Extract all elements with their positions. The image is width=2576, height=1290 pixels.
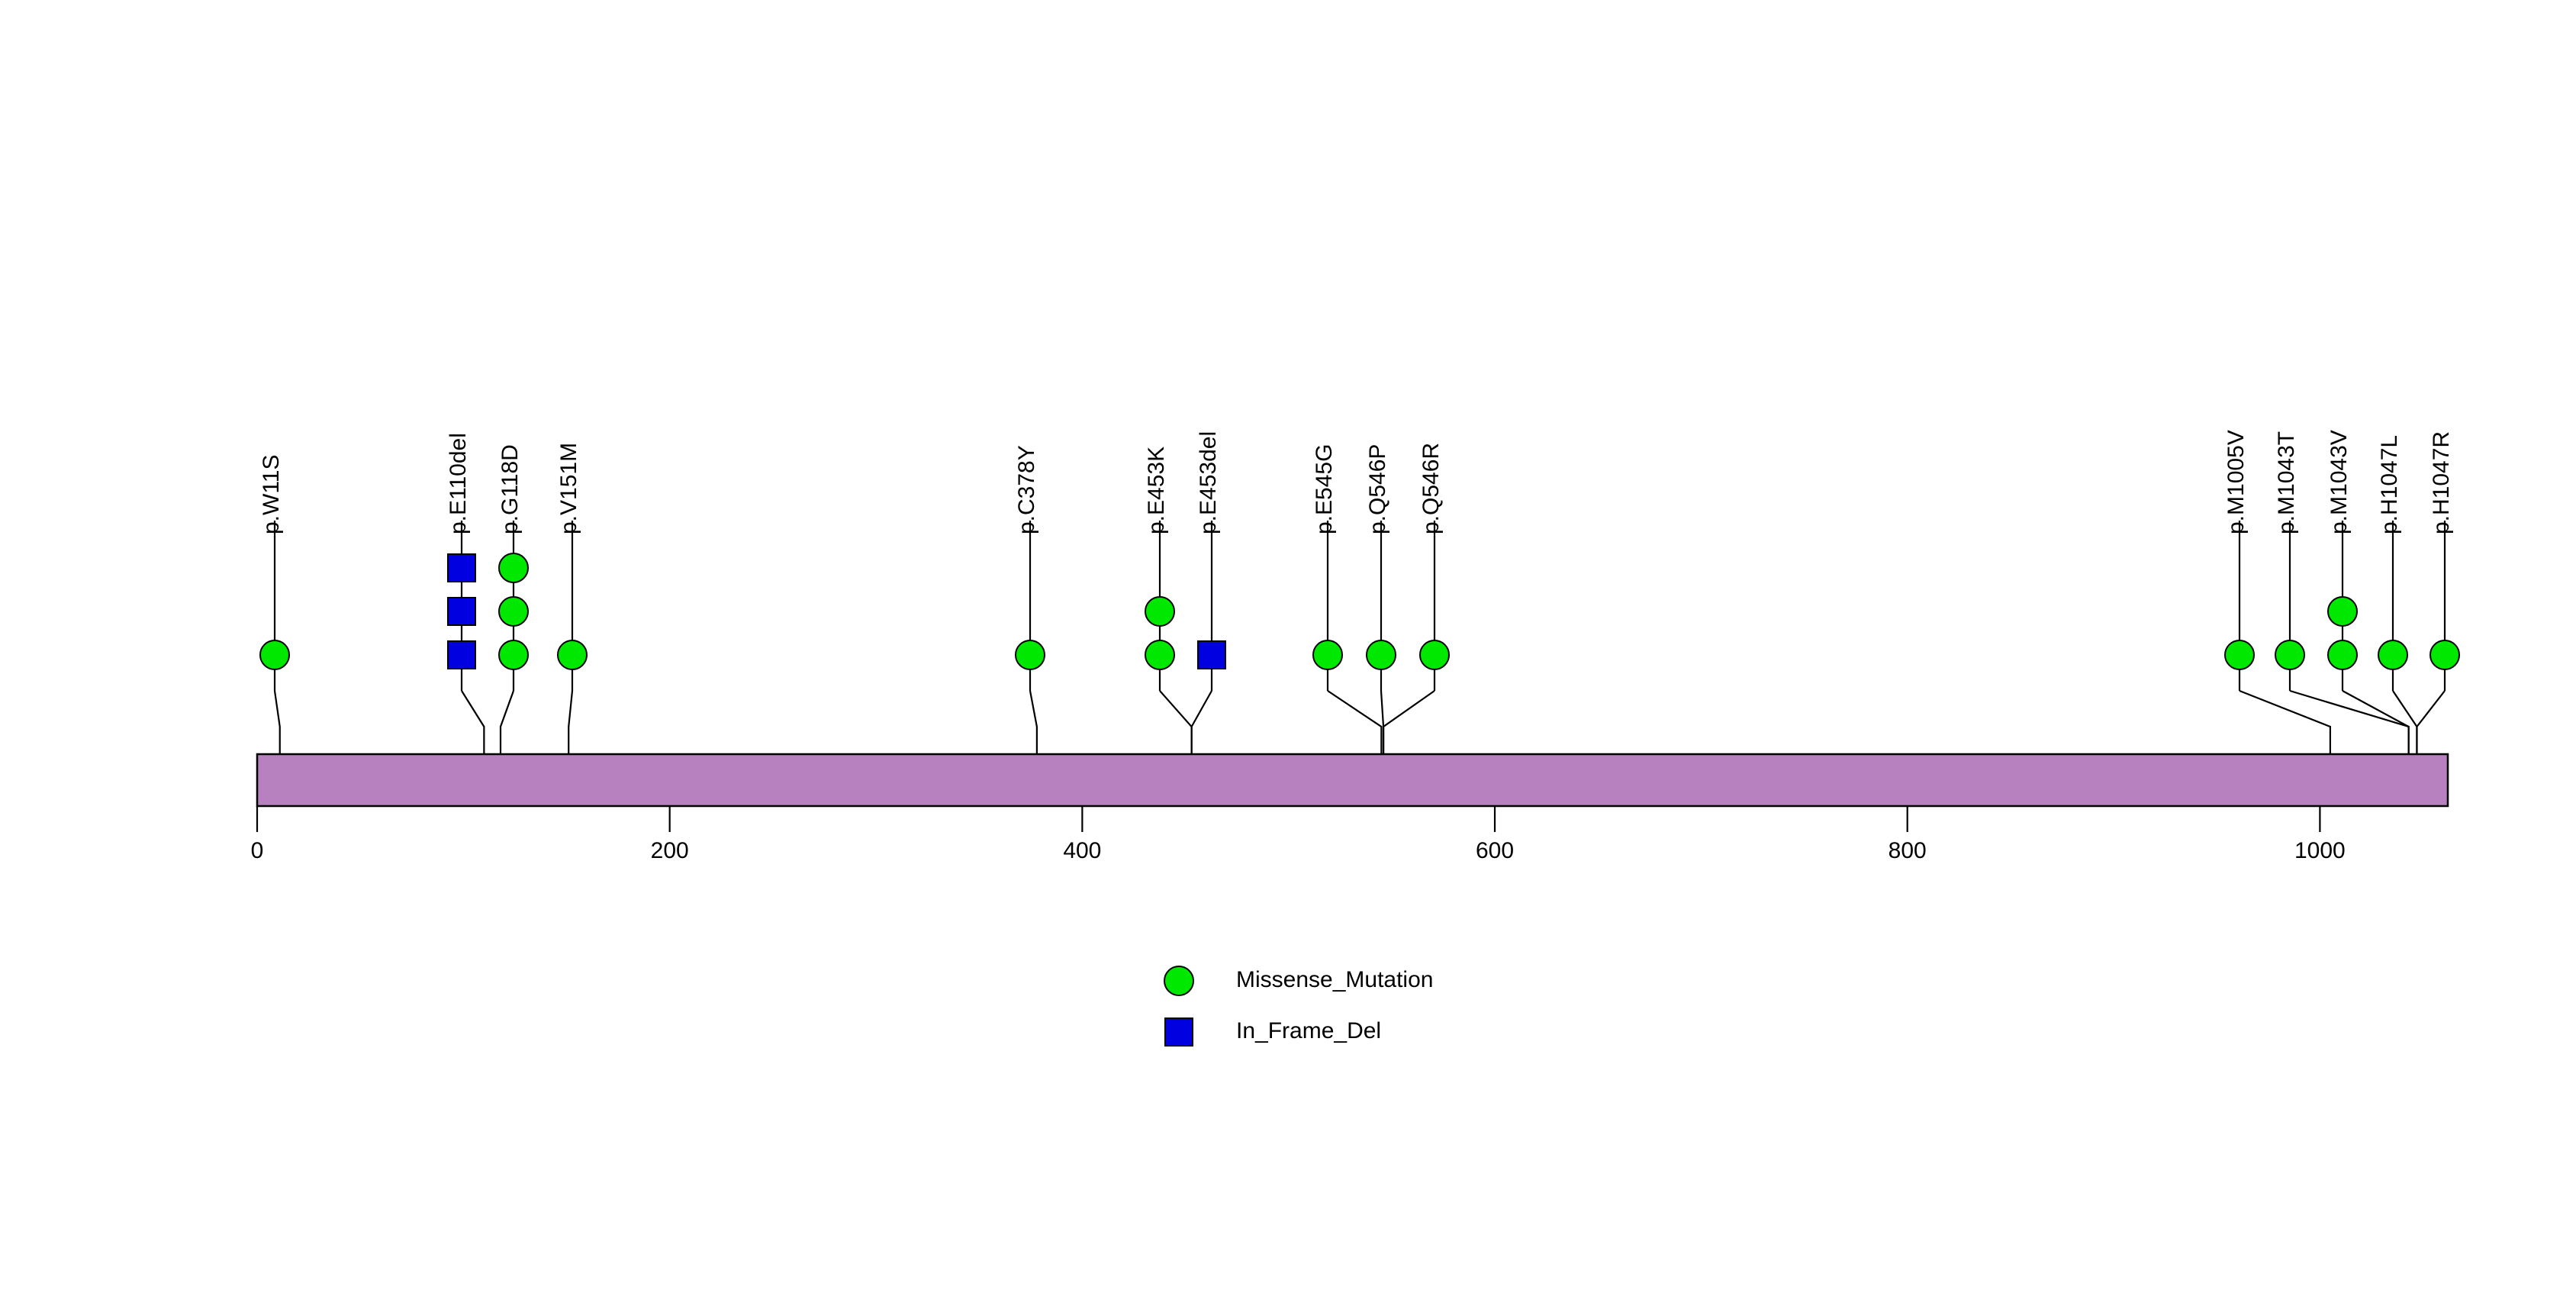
axis-tick-label: 200 [650,838,689,863]
mutation-marker-circle[interactable] [1145,596,1175,627]
mutation-marker-circle[interactable] [1312,640,1343,670]
axis-tick-label: 400 [1063,838,1102,863]
axis-tick-label: 800 [1888,838,1927,863]
mutation-marker-circle[interactable] [1366,640,1396,670]
mutation-label: p.W11S [259,454,284,535]
mutation-connector [273,690,281,754]
mutation-marker-square[interactable] [447,640,476,669]
mutation-label: p.Q546R [1418,442,1444,534]
mutation-label: p.V151M [556,442,581,534]
mutation-marker-circle[interactable] [2224,640,2255,670]
mutation-marker-square[interactable] [447,553,476,582]
mutation-connector [1159,690,1193,754]
mutation-marker-circle[interactable] [2429,640,2460,670]
legend-swatch-square[interactable] [1164,1017,1193,1047]
mutation-marker-circle[interactable] [2327,640,2358,670]
mutation-label: p.C378Y [1014,445,1039,534]
mutation-marker-circle[interactable] [2378,640,2408,670]
mutation-connector [1190,690,1212,754]
mutation-connector [2342,690,2410,754]
mutation-connector [461,690,485,754]
legend-label: In_Frame_Del [1236,1018,1382,1043]
mutation-label: p.Q546P [1365,443,1390,534]
axis-tick-label: 1000 [2294,838,2346,863]
mutation-label: p.E545G [1312,443,1337,534]
mutation-marker-circle[interactable] [1145,640,1175,670]
legend-group [1164,966,1194,1047]
mutation-markers-group [259,553,2460,670]
axis-tick-label: 0 [250,838,264,863]
protein-bar-group [256,753,2449,808]
mutation-marker-circle[interactable] [1015,640,1045,670]
mutation-marker-circle[interactable] [557,640,588,670]
mutation-connector [1327,690,1383,754]
mutation-connector [1382,690,1435,754]
mutation-marker-circle[interactable] [498,596,529,627]
mutation-label: p.M1043T [2274,431,2299,534]
mutation-marker-circle[interactable] [498,640,529,670]
mutation-connector [2289,689,2410,754]
mutation-label: p.H1047R [2429,431,2454,534]
mutation-stems-group [273,521,2446,754]
legend-swatch-circle[interactable] [1164,966,1194,996]
mutation-connector [499,690,515,754]
mutation-label: p.G118D [497,444,523,534]
mutation-label: p.E453del [1196,431,1221,534]
mutation-marker-circle[interactable] [259,640,290,670]
mutation-label: p.M1005V [2223,430,2249,534]
mutation-marker-circle[interactable] [1419,640,1450,670]
mutation-label: p.E453K [1144,446,1169,534]
mutation-label: p.E110del [446,433,471,534]
mutation-label: p.H1047L [2377,434,2402,534]
mutation-marker-circle[interactable] [2275,640,2305,670]
axis-tick-label: 600 [1476,838,1515,863]
mutation-connector [2416,690,2446,754]
mutation-marker-circle[interactable] [498,553,529,583]
mutation-marker-square[interactable] [447,597,476,626]
mutation-marker-circle[interactable] [2327,596,2358,627]
mutation-connector [2239,689,2332,754]
mutation-marker-square[interactable] [1197,640,1226,669]
mutation-label: p.M1043V [2326,430,2352,534]
x-axis-group [256,806,2321,832]
legend-label: Missense_Mutation [1236,967,1434,992]
protein-backbone-bar [256,753,2449,808]
mutation-connector [1029,690,1038,754]
mutation-connector [568,690,574,754]
